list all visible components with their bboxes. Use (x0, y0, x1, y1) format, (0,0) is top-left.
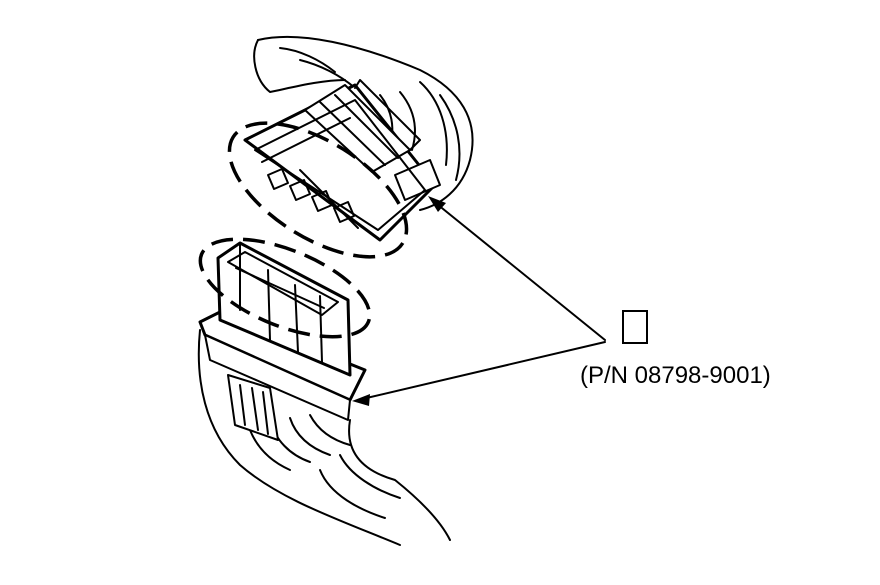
male-connector-icon (197, 241, 451, 546)
part-number-label: (P/N 08798-9001) (580, 362, 771, 389)
face-highlight-ellipse-lower (198, 237, 372, 339)
face-highlight-ellipse-upper (227, 121, 409, 259)
arrow-icon (352, 196, 606, 406)
female-connector-icon (243, 35, 474, 242)
callout-symbol-box (622, 310, 648, 344)
